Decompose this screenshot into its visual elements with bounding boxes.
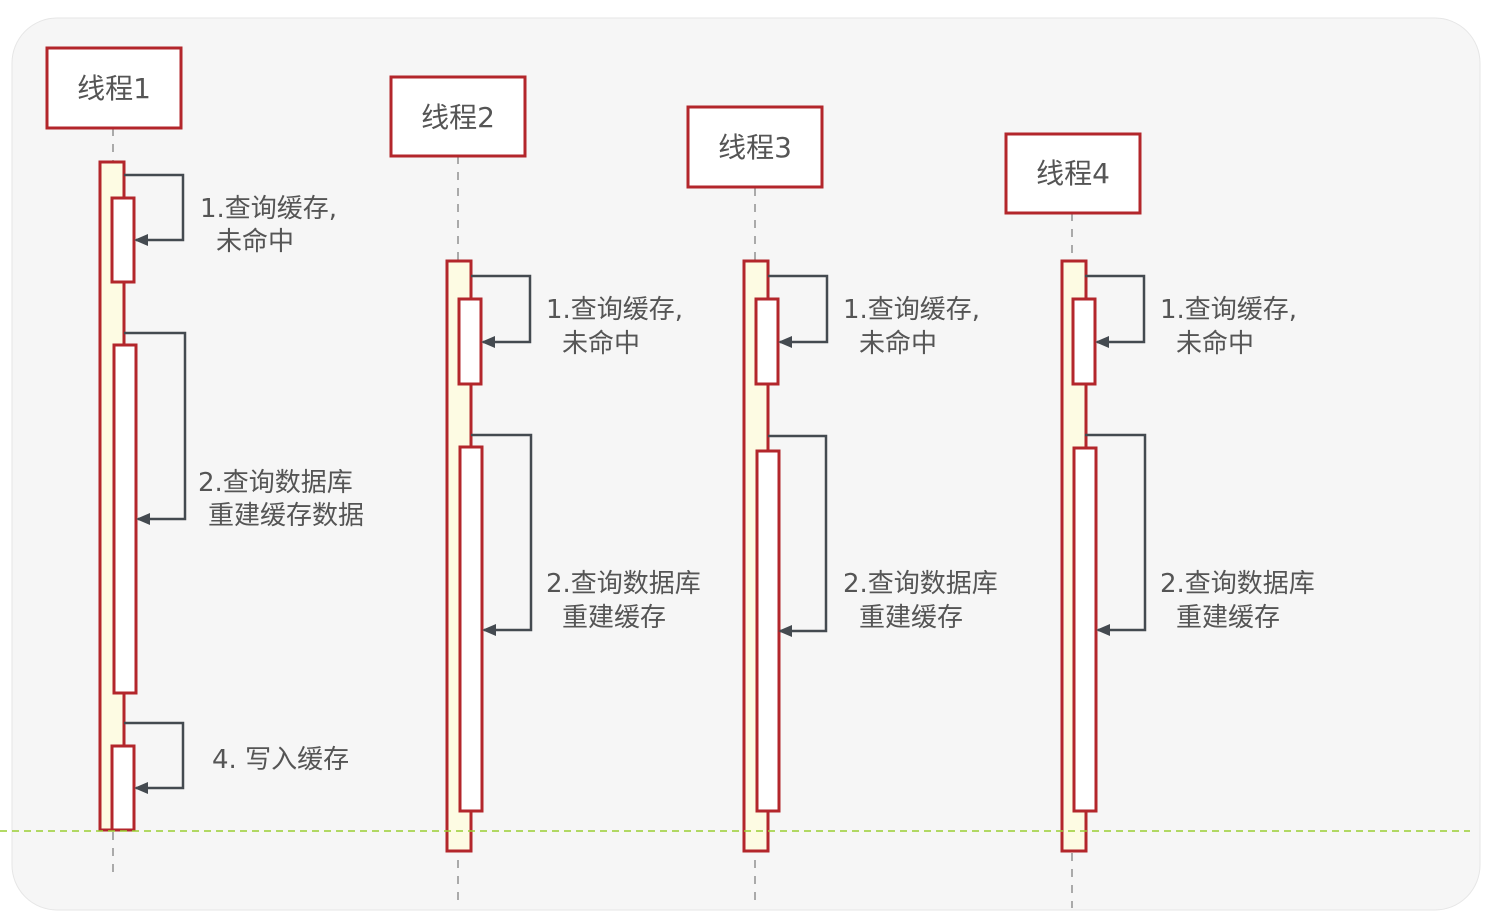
thread-2-step2-bar	[458, 445, 484, 813]
thread-2-step1-arrow	[471, 274, 532, 348]
thread-1-step1-arrow	[124, 173, 185, 246]
thread-3-step1-bar	[754, 297, 780, 386]
thread-4-column: 线程4 1.查询缓存, 未命中 2.查询数据库 重建缓存	[1004, 132, 1315, 908]
thread-2-step1-label-line2: 未命中	[562, 329, 640, 359]
thread-4-step2-bar	[1072, 446, 1098, 813]
thread-3-step2-label-line1: 2.查询数据库	[843, 569, 998, 599]
thread-4-step1-label-line1: 1.查询缓存,	[1160, 295, 1297, 325]
thread-4-box	[1004, 132, 1142, 215]
thread-4-step2-label-line2: 重建缓存	[1176, 603, 1280, 633]
thread-1-step2-label-line1: 2.查询数据库	[198, 468, 353, 498]
thread-4-step2-arrow	[1085, 433, 1147, 636]
thread-3-step1-label-line2: 未命中	[859, 329, 937, 359]
thread-2-column: 线程2 1.查询缓存, 未命中 2.查询数据库 重建缓存	[389, 75, 701, 908]
thread-3-box	[686, 105, 824, 189]
thread-1-step2-label-line2: 重建缓存数据	[208, 501, 364, 531]
thread-2-step1-bar	[457, 297, 483, 386]
thread-1-title: 线程1	[77, 72, 151, 105]
thread-1-column: 线程1 1.查询缓存, 未命中 2.查询数据库 重建缓存数据 4. 写入缓存	[45, 46, 364, 878]
thread-1-box	[45, 46, 183, 130]
thread-3-step2-label-line2: 重建缓存	[859, 603, 963, 633]
thread-2-step1-label-line1: 1.查询缓存,	[546, 295, 683, 325]
thread-1-step1-bar	[110, 196, 136, 284]
thread-1-step4-bar	[110, 744, 136, 832]
thread-1-step1-label-line1: 1.查询缓存,	[200, 194, 337, 224]
thread-1-step2-arrow	[124, 331, 187, 525]
thread-2-step2-arrow	[471, 433, 533, 636]
thread-3-step2-arrow	[768, 434, 828, 637]
thread-2-box	[389, 75, 527, 158]
thread-3-title: 线程3	[718, 131, 792, 164]
thread-4-step1-arrow	[1085, 274, 1146, 348]
thread-3-step1-arrow	[768, 274, 829, 348]
thread-1-step4-arrow	[124, 721, 185, 794]
thread-4-step2-label-line1: 2.查询数据库	[1160, 569, 1315, 599]
thread-1-step1-label-line2: 未命中	[216, 227, 294, 257]
thread-2-title: 线程2	[421, 101, 495, 134]
thread-1-step4-label: 4. 写入缓存	[212, 745, 349, 775]
thread-4-title: 线程4	[1036, 157, 1110, 190]
thread-3-step1-label-line1: 1.查询缓存,	[843, 295, 980, 325]
thread-3-column: 线程3 1.查询缓存, 未命中 2.查询数据库 重建缓存	[686, 105, 998, 908]
thread-1-step2-bar	[112, 343, 138, 695]
thread-4-step1-bar	[1071, 297, 1097, 386]
thread-3-step2-bar	[755, 449, 781, 813]
thread-4-step1-label-line2: 未命中	[1176, 329, 1254, 359]
thread-2-step2-label-line1: 2.查询数据库	[546, 569, 701, 599]
thread-2-step2-label-line2: 重建缓存	[562, 603, 666, 633]
